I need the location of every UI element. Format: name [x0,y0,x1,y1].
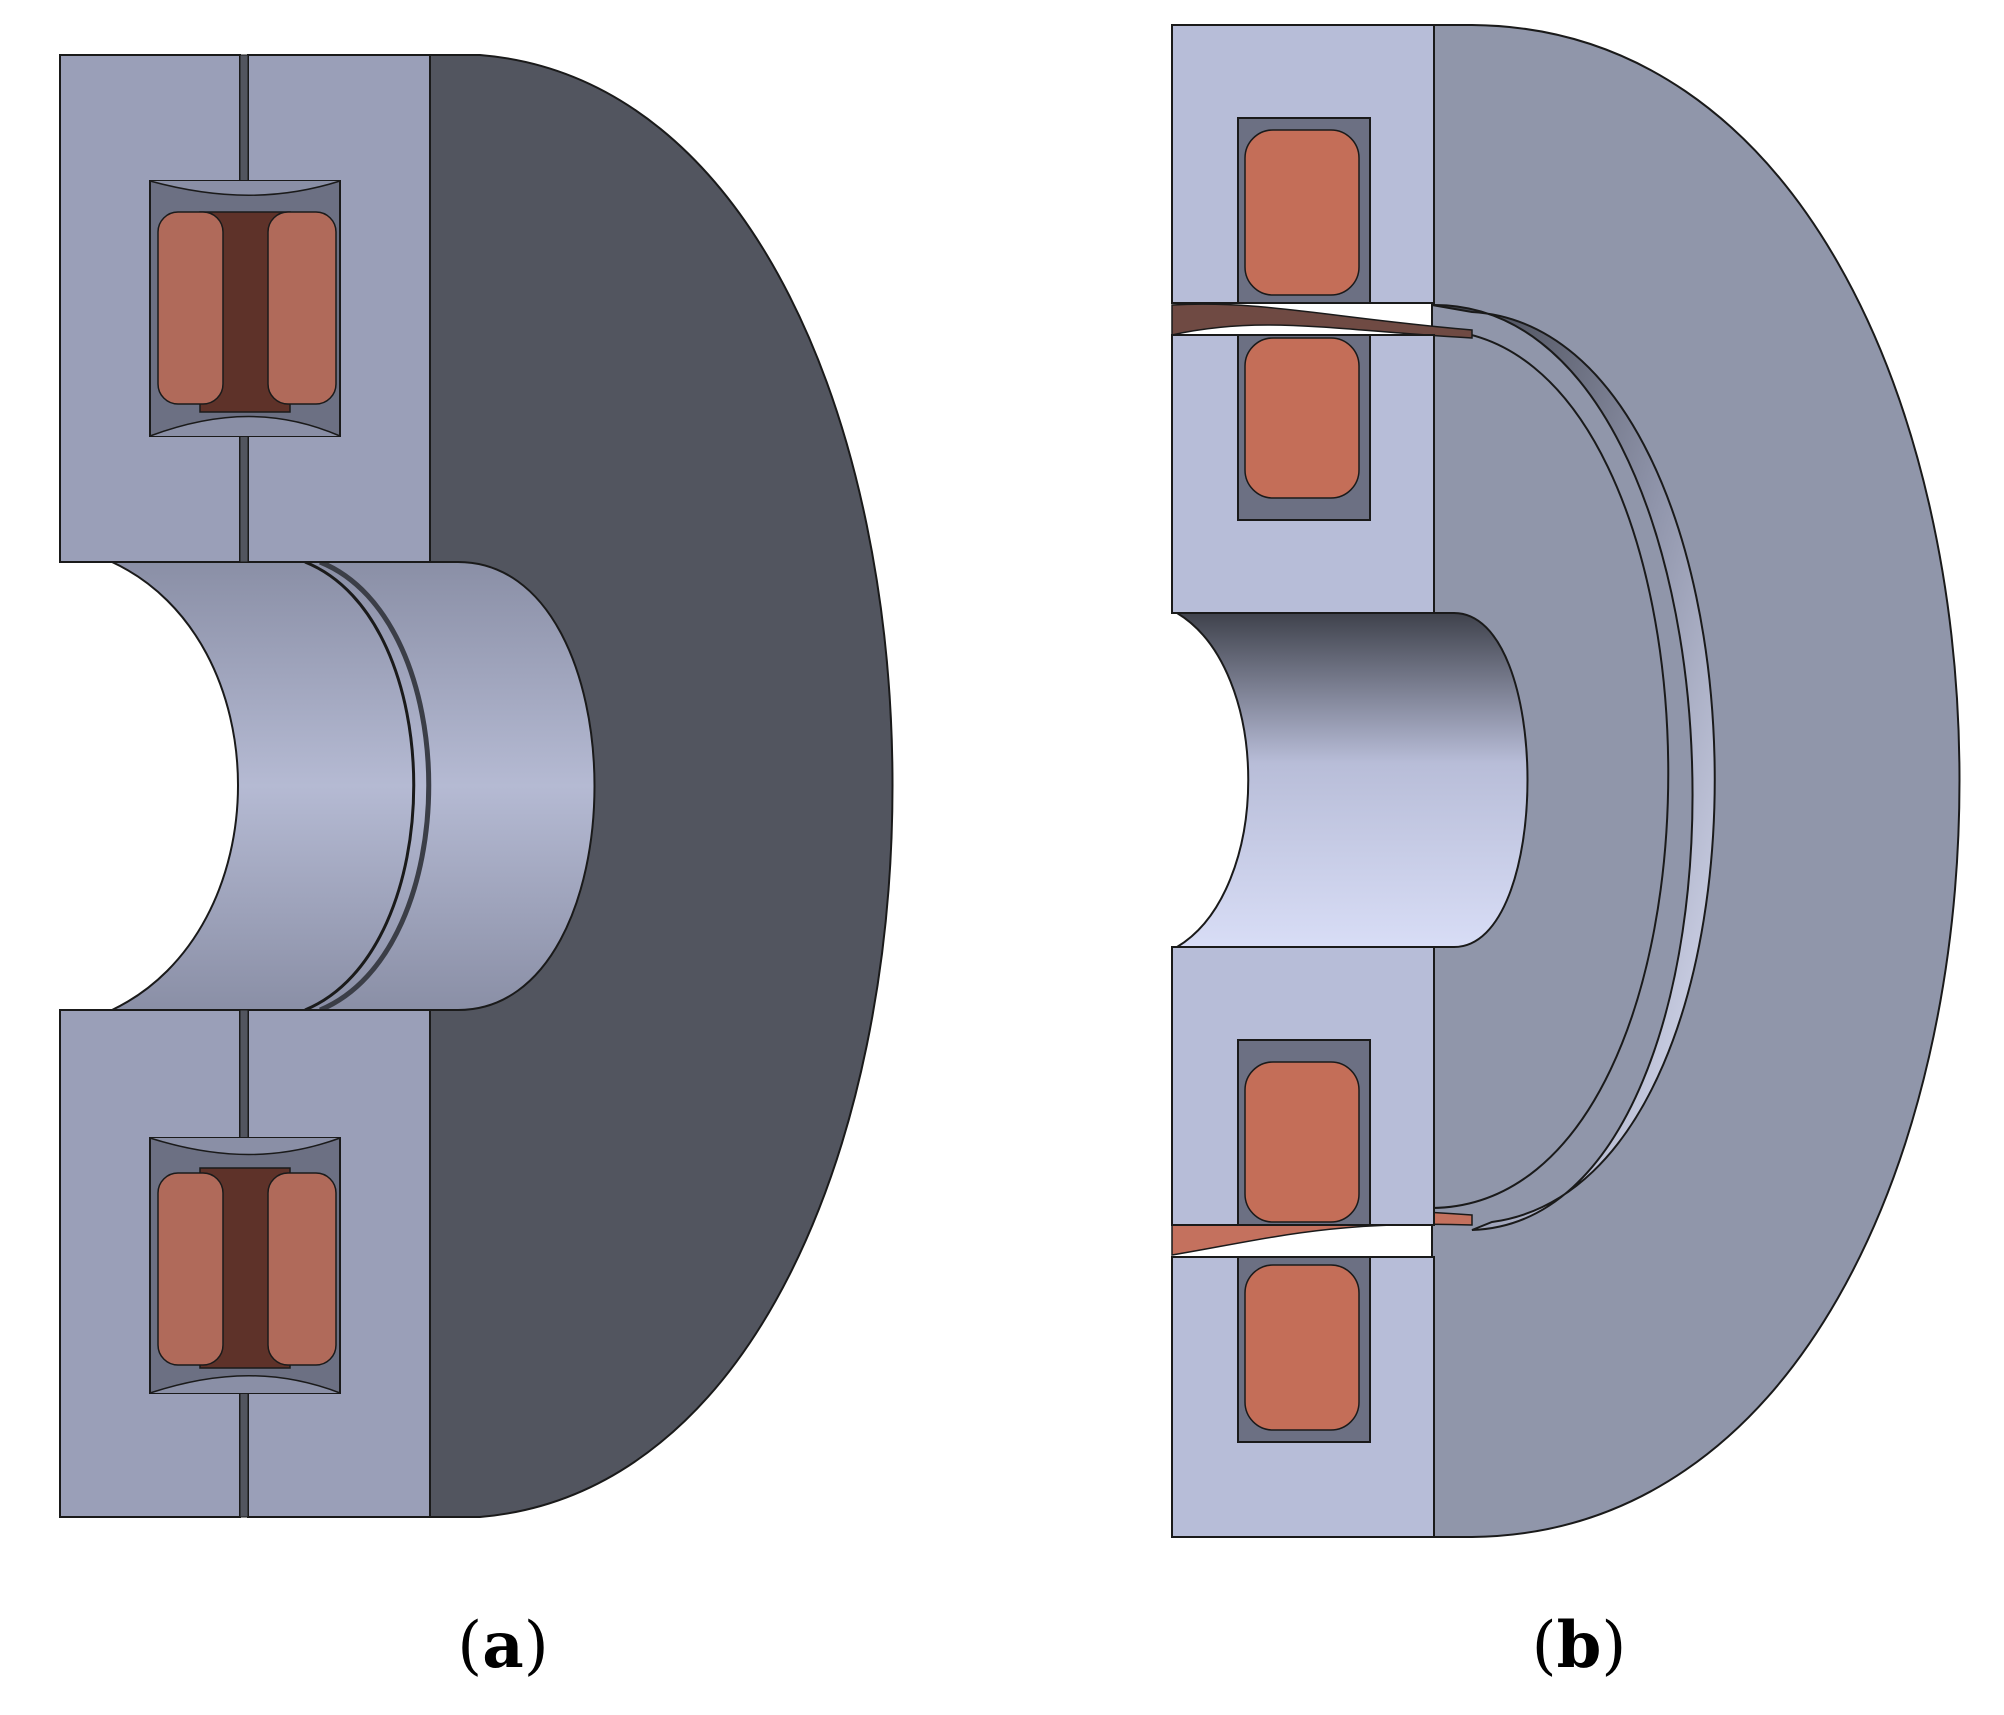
bore-step-line-2 [319,559,432,1013]
lower-slot-bevel-bottom [149,1375,341,1394]
upper-slot-bevel-bottom [149,415,341,437]
panel-b: (b) [1002,0,2004,1715]
upper-coil-right [267,211,337,405]
upper-coil-left [157,211,224,405]
coil-4 [1244,1264,1360,1431]
upper-gap [1171,303,1473,339]
bore-step-line [304,560,416,1012]
curved-groove [1431,303,1716,1231]
bore-surface [111,561,596,1011]
dark-outer-disc [429,54,894,1518]
panel-a: (a) [59,54,894,1683]
lower-coil-right [267,1172,337,1366]
bore-surface [1173,612,1529,948]
upper-slot-bevel [149,180,341,196]
panel-a-drawing [59,54,894,1518]
panel-b-drawing [1171,24,1961,1538]
coil-1 [1244,129,1360,296]
groove-inner-edge [1431,329,1670,1209]
coil-3 [1244,1061,1360,1223]
coil-2 [1244,337,1360,499]
lower-coil-left [157,1172,224,1366]
caption-a: (a) [457,1608,549,1683]
lower-slot-bevel [149,1137,341,1156]
caption-b: (b) [1531,1608,1627,1683]
